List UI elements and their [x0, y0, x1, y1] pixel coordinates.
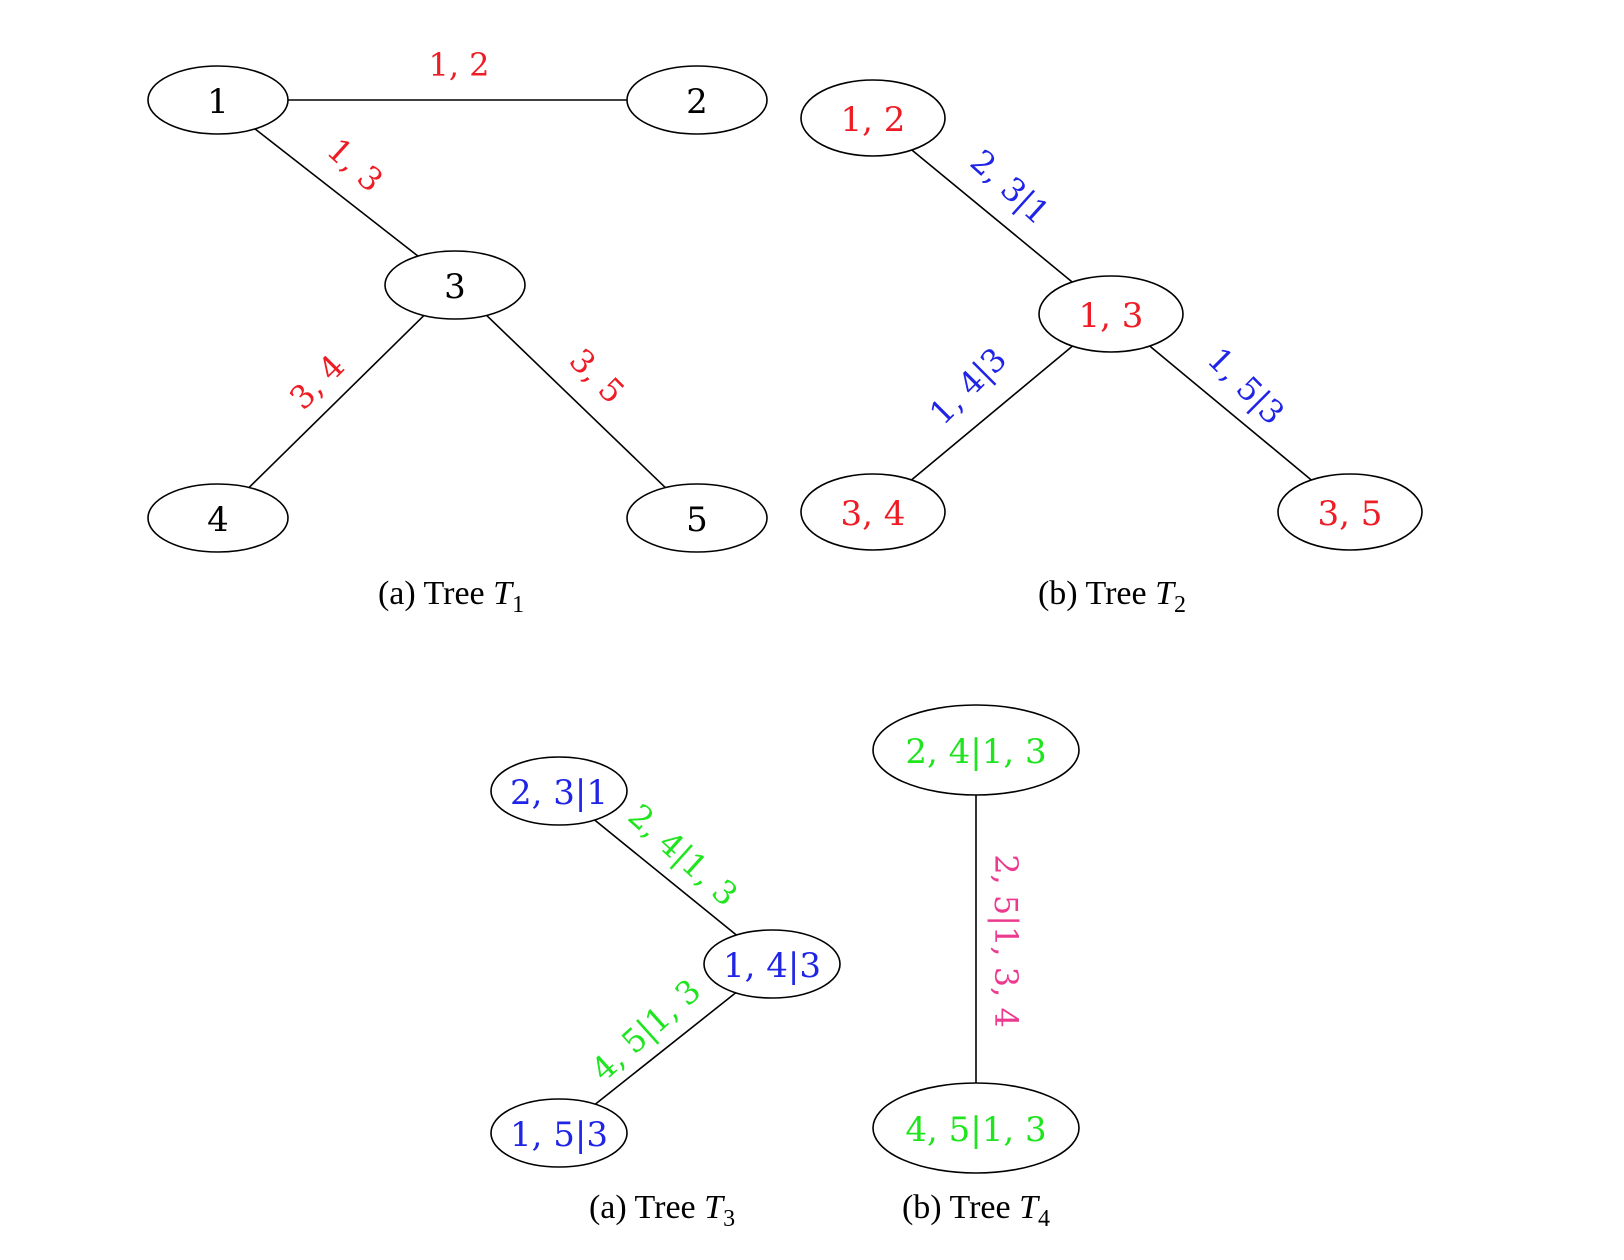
- node-label: 3, 4: [841, 494, 906, 534]
- node-label: 1, 2: [841, 100, 906, 140]
- node-n34: 3, 4: [800, 473, 946, 551]
- node-ellipse: [147, 65, 289, 135]
- caption-prefix: (b) Tree: [902, 1189, 1019, 1226]
- caption-subscript: 1: [512, 592, 524, 618]
- node-n3: 3: [384, 250, 526, 320]
- node-ellipse: [490, 756, 628, 826]
- node-ellipse: [872, 1082, 1080, 1174]
- edge-label: 1, 5|3: [1200, 340, 1292, 432]
- edge-m143-m153: [594, 992, 737, 1105]
- node-ellipse: [490, 1098, 628, 1168]
- node-label: 1, 5|3: [510, 1115, 608, 1155]
- node-ellipse: [1277, 473, 1423, 551]
- node-m231: 2, 3|1: [490, 756, 628, 826]
- caption-t1: (a) Tree T1: [378, 575, 524, 618]
- node-label: 4, 5|1, 3: [905, 1110, 1046, 1150]
- node-ellipse: [800, 473, 946, 551]
- caption-variable: T: [1155, 575, 1176, 612]
- node-k4513: 4, 5|1, 3: [872, 1082, 1080, 1174]
- node-ellipse: [703, 929, 841, 999]
- node-label: 3: [444, 267, 466, 307]
- edge-label: 3, 5: [562, 341, 632, 411]
- edge-n13-n34: [911, 345, 1073, 481]
- caption-variable: T: [704, 1189, 725, 1226]
- node-label: 3, 5: [1318, 494, 1383, 534]
- node-label: 1, 3: [1079, 296, 1144, 336]
- node-label: 1, 4|3: [723, 946, 821, 986]
- edge-label: 1, 2: [428, 46, 489, 84]
- edge-label: 2, 4|1, 3: [621, 796, 745, 913]
- node-ellipse: [872, 704, 1080, 796]
- node-m143: 1, 4|3: [703, 929, 841, 999]
- node-n4: 4: [147, 483, 289, 553]
- node-k2413: 2, 4|1, 3: [872, 704, 1080, 796]
- edge-n1-n3: [254, 128, 419, 257]
- edge-label: 2, 5|1, 3, 4: [987, 854, 1025, 1028]
- caption-t3: (a) Tree T3: [589, 1189, 735, 1232]
- edge-n12-n13: [911, 149, 1073, 283]
- edge-label: 3, 4: [282, 347, 352, 417]
- caption-prefix: (b) Tree: [1038, 575, 1155, 612]
- caption-subscript: 4: [1038, 1206, 1050, 1232]
- edge-label: 1, 3: [320, 130, 391, 199]
- node-ellipse: [626, 65, 768, 135]
- node-n13: 1, 3: [1038, 275, 1184, 353]
- edge-n13-n35: [1149, 345, 1312, 481]
- node-label: 1: [207, 82, 229, 122]
- node-m153: 1, 5|3: [490, 1098, 628, 1168]
- edge-n3-n5: [485, 314, 667, 489]
- node-n12: 1, 2: [800, 79, 946, 157]
- caption-prefix: (a) Tree: [378, 575, 493, 612]
- caption-subscript: 2: [1174, 592, 1186, 618]
- edge-n3-n4: [248, 314, 425, 489]
- caption-variable: T: [1019, 1189, 1040, 1226]
- caption-t4: (b) Tree T4: [902, 1189, 1050, 1232]
- tree-t3: 2, 3|11, 4|31, 5|32, 4|1, 34, 5|1, 3(a) …: [490, 756, 841, 1232]
- node-ellipse: [147, 483, 289, 553]
- node-label: 2, 3|1: [510, 773, 608, 813]
- edge-label: 1, 4|3: [922, 340, 1014, 432]
- node-ellipse: [800, 79, 946, 157]
- tree-t4: 2, 4|1, 3 4, 5|1, 3 2, 5|1, 3, 4 (b) Tree T…: [872, 704, 1080, 1232]
- edge-label: 2, 3|1: [963, 142, 1057, 232]
- node-label: 5: [686, 500, 708, 540]
- node-ellipse: [384, 250, 526, 320]
- node-n1: 1: [147, 65, 289, 135]
- caption-t2: (b) Tree T2: [1038, 575, 1186, 618]
- caption-prefix: (a) Tree: [589, 1189, 704, 1226]
- node-n5: 5: [626, 483, 768, 553]
- node-label: 4: [207, 500, 229, 540]
- caption-subscript: 3: [723, 1206, 735, 1232]
- node-n35: 3, 5: [1277, 473, 1423, 551]
- tree-t2: 1, 2 1, 3 3, 4 3, 5 2, 3|1 1, 4|3 1, 5|3 (b) Tr…: [800, 79, 1423, 618]
- node-label: 2, 4|1, 3: [905, 732, 1046, 772]
- node-ellipse: [626, 483, 768, 553]
- node-label: 2: [686, 82, 708, 122]
- node-ellipse: [1038, 275, 1184, 353]
- edge-m231-m143: [594, 819, 737, 936]
- caption-variable: T: [493, 575, 514, 612]
- node-n2: 2: [626, 65, 768, 135]
